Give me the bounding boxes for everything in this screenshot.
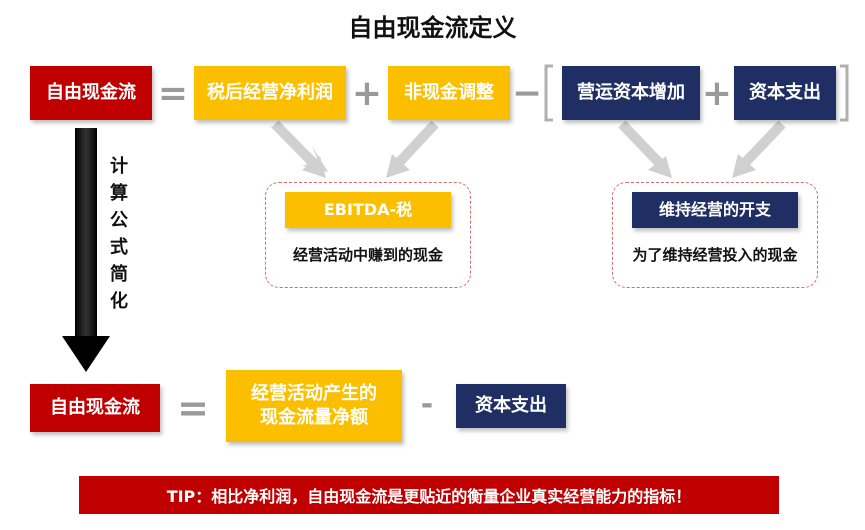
arrow-shaft-left-1 [271,120,322,172]
page-title: 自由现金流定义 [348,14,517,42]
formula-simplification-label: 计算公式简化 [110,156,128,312]
operating-cash-flow-box: 经营活动产生的 现金流量净额 [226,370,402,442]
arrow-head-left-1 [302,156,326,178]
down-arrow-head [62,336,110,372]
arrow-shaft-right-1 [618,120,668,172]
arrow-head-left-2 [386,154,410,178]
operating-cash-group [265,182,471,288]
arrow-shaft-right-2 [736,120,786,172]
after-tax-profit-box: 税后经营净利润 [194,66,346,120]
plus-operator-2: + [701,72,733,114]
arrow-head-right-1 [648,156,672,178]
equals-operator-bottom: = [177,386,209,430]
bracket-close-icon [840,64,849,122]
maintenance-spend-badge: 维持经营的开支 [632,192,798,228]
maintenance-spend-group [612,182,818,288]
maintenance-spend-caption: 为了维持经营投入的现金 [632,246,798,264]
minus-operator-bottom: - [420,386,434,422]
bracket-open-icon [544,64,553,122]
working-capital-increase-box: 营运资本增加 [562,66,700,120]
non-cash-adjustment-box: 非现金调整 [388,66,510,120]
equals-operator-top: = [157,72,189,114]
operating-cash-flow-line1: 经营活动产生的 [251,382,377,404]
operating-cash-caption: 经营活动中赚到的现金 [292,246,443,264]
down-arrow-shaft [75,128,97,338]
minus-operator-top: − [511,72,543,114]
plus-operator-1: + [351,72,383,114]
fcf-box-bottom: 自由现金流 [30,384,160,432]
tip-banner: TIP：相比净利润，自由现金流是更贴近的衡量企业真实经营能力的指标！ [79,476,779,514]
capex-box-top: 资本支出 [734,66,836,120]
fcf-box-top: 自由现金流 [30,66,152,120]
arrow-shaft-left-2 [390,120,439,172]
arrow-head-right-2 [732,154,756,178]
ebitda-tax-badge: EBITDA-税 [285,192,451,228]
capex-box-bottom: 资本支出 [456,384,566,428]
operating-cash-flow-line2: 现金流量净额 [260,407,368,428]
